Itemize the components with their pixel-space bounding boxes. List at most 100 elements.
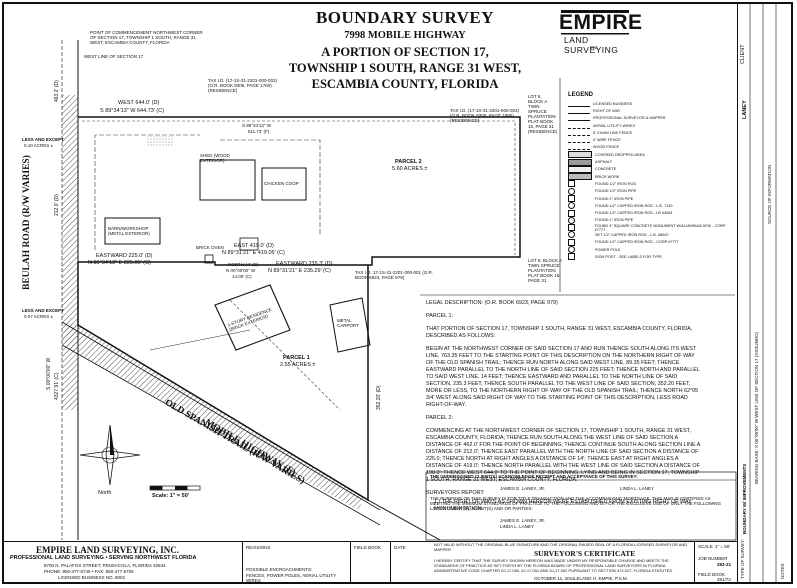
legend-row: SIGN POST - SEE LABELS FOR TYPE: [568, 253, 728, 261]
parcel-2-label: PARCEL 2: [395, 159, 422, 165]
parcel1-intro: THAT PORTION OF SECTION 17, TOWNSHIP 1 S…: [426, 326, 693, 339]
less-except-2: LESS AND EXCEPT: [22, 308, 64, 313]
parcel-1-acres: 2.55 ACRES ±: [280, 362, 316, 368]
barn-building: [104, 217, 161, 245]
legend-row: FOUND 1/2" CAPPED IRON ROD - L.B. 7130: [568, 202, 728, 210]
parcel1-heading: PARCEL 1:: [426, 313, 453, 319]
footer-address: 8700 N. PALAFOX STREET, PENSACOLA, FLORI…: [44, 563, 166, 568]
surveyors-report-item: 1.) THE RIGHT OF WAYS AS SHOWN HEREON WE…: [434, 499, 692, 512]
legend-symbol: [568, 123, 590, 129]
legend-row: FOUND 1/2" IRON ROD: [568, 180, 728, 188]
fb-lbl: FIELD BOOK: [698, 572, 726, 577]
legend-symbol: [568, 187, 575, 195]
parcel-1-boundary: [77, 262, 369, 502]
legend-label: ASPHALT: [595, 160, 613, 165]
parcel-1-label: PARCEL 1: [283, 355, 310, 361]
north-arrow: [79, 424, 141, 486]
tax-id-right: TAX I.D. (17-1S-31-2201-000-003) (O.R. B…: [450, 108, 519, 123]
legend-label: LICENSED BUSINESS: [593, 101, 633, 106]
scale-val: 1" = 50': [715, 544, 731, 549]
legend-row: FOUND 1/2" IRON PIPE: [568, 187, 728, 195]
pob-note: POINT OF COMMENCEMENT NORTHWEST CORNER O…: [90, 30, 203, 45]
tax-id-top: TAX I.D. (17-1S-31-2201-000-002) (O.R. B…: [208, 78, 277, 93]
legend-label: FOUND 1/2" CAPPED IRON ROD - LB #4084: [595, 211, 673, 216]
legend-symbol: [568, 202, 575, 210]
title-line-3: A PORTION OF SECTION 17,: [321, 45, 489, 59]
legend-label: BRICK WORK: [595, 174, 620, 179]
brick-oven-label: BRICK OVEN: [196, 245, 224, 250]
notes-label: NOTES: [780, 563, 785, 579]
east-bearing: N 89°31'21" E 419.05' (C): [222, 250, 285, 256]
legend-row: FOUND 1" IRON PIPE: [568, 195, 728, 202]
north-line-bearing: S 89°34'13" W 644.73' (C): [100, 108, 165, 114]
legend-row: RIGHT OF WAY: [568, 107, 728, 114]
legend-symbol: [568, 158, 592, 166]
parcel-2-acres: 5.60 ACRES ±: [392, 166, 428, 172]
shed-building: [199, 159, 256, 201]
bearing-base: BEARING BASE: S 00°00'00" W WEST LINE OF…: [754, 332, 759, 484]
footer: EMPIRE LAND SURVEYING, INC. PROFESSIONAL…: [4, 541, 738, 583]
client-value: LANEY: [742, 100, 748, 119]
lot9-note: LOT 9, BLOCK A TWIN SPRUCE PLANTATION PL…: [528, 258, 562, 283]
legend-row: 6' CHAIN LINK FENCE: [568, 129, 728, 136]
parcel2-heading: PARCEL 2:: [426, 415, 453, 421]
job-val: 283-21: [717, 562, 732, 567]
fieldbook-col-label: FIELD BOOK: [354, 545, 382, 550]
logo-inc: INC: [590, 45, 598, 50]
legend-label: SIGN POST - SEE LABELS FOR TYPE: [595, 254, 662, 259]
north14-label: NORTH 14' (D): [228, 262, 259, 267]
logo-name: EMPIRE: [559, 11, 643, 34]
date-col-label: DATE: [394, 545, 406, 550]
east-label: EAST 419.0' (D): [234, 243, 274, 249]
footer-license: LICENSED BUSINESS NO. 8002: [58, 575, 126, 580]
barn-label: BARN/WORKSHOP (METAL EXTERIOR): [108, 226, 150, 236]
less-except-1: LESS AND EXCEPT: [22, 137, 64, 142]
cert-date: OCTOBER 11, 2011: [534, 576, 575, 581]
legend-row: BRICK WORK: [568, 173, 728, 181]
legend-symbol: [568, 253, 575, 261]
legend-symbol: [568, 115, 590, 122]
inner-north-bearing: S 89°34'13" W: [242, 123, 272, 128]
footer-company: EMPIRE LAND SURVEYING, INC.: [36, 545, 179, 555]
not-valid-note: NOT VALID WITHOUT THE ORIGINAL BLUE SIGN…: [434, 542, 688, 552]
west-dim-label: 463.2' (D): [54, 80, 60, 102]
job-info-cell: SCALE 1" = 50' JOB NUMBER 283-21 FIELD B…: [694, 542, 739, 583]
old-spanish-trail-band: [62, 322, 365, 510]
legend-symbol: [568, 209, 575, 217]
legend-row: PROFESSIONAL SURVEYOR & MAPPER: [568, 115, 728, 122]
eastward2-label: EASTWARD 235.3' (D): [276, 261, 333, 267]
parcel1-body: BEGIN AT THE NORTHWEST CORNER OF SAID SE…: [426, 346, 700, 408]
legend-label: POWER POLE: [595, 247, 621, 252]
certificate-cell: NOT VALID WITHOUT THE ORIGINAL BLUE SIGN…: [424, 542, 694, 583]
date-cell: DATE: [390, 542, 425, 583]
north-label: North: [98, 490, 112, 496]
legend-label: FOUND 1" IRON PIPE: [595, 218, 634, 223]
eastward-bearing: N 89°34'13" E 225.00' (C): [88, 260, 151, 266]
scale-bar: [149, 485, 201, 491]
cert-client-1: JAMES E. LANEY, JR.: [500, 518, 546, 523]
revisions-label: REVISIONS: [246, 545, 271, 550]
logo-graphic: [561, 10, 629, 35]
parcel-2-boundary: [78, 116, 521, 266]
north-line-label: WEST 644.0' (D): [118, 100, 160, 106]
job-lbl: JOB NUMBER: [698, 556, 728, 561]
legend-symbol: [568, 151, 592, 159]
legend-symbol: [568, 238, 575, 246]
less-except-2-acres: 0.07 ACRES ±: [24, 314, 53, 319]
acceptance-title: THE UNDERSIGNED CLIENT(S) ACKNOWLEDGE RE…: [430, 474, 638, 479]
type-label: TYPE OF SURVEY:: [740, 539, 745, 579]
legend-row: COVERED DROPPED AREA: [568, 151, 728, 159]
legend-symbol: [568, 216, 575, 224]
south-bearing-label: S 00°00'00" W: [46, 357, 52, 390]
legend-label: SET 1/2" CAPPED IRON ROD - L.B. #8002: [595, 232, 669, 237]
carport-label: METAL CARPORT: [337, 318, 359, 328]
title-block: BOUNDARY SURVEY 7998 MOBILE HIGHWAY A PO…: [282, 8, 528, 92]
acceptance-name-2: LINDA L. LANEY: [620, 486, 655, 491]
eastward-label: EASTWARD 225.0' (D): [96, 253, 153, 259]
title-line-5: ESCAMBIA COUNTY, FLORIDA: [311, 77, 499, 91]
legend-row: ASPHALT: [568, 158, 728, 166]
parcel2-body: COMMENCING AT THE NORTHWEST CORNER OF SE…: [426, 428, 701, 483]
legend-label: WOOD FENCE: [593, 145, 620, 150]
cert-text: I HEREBY CERTIFY THAT THE SURVEY SHOWN H…: [434, 558, 674, 573]
